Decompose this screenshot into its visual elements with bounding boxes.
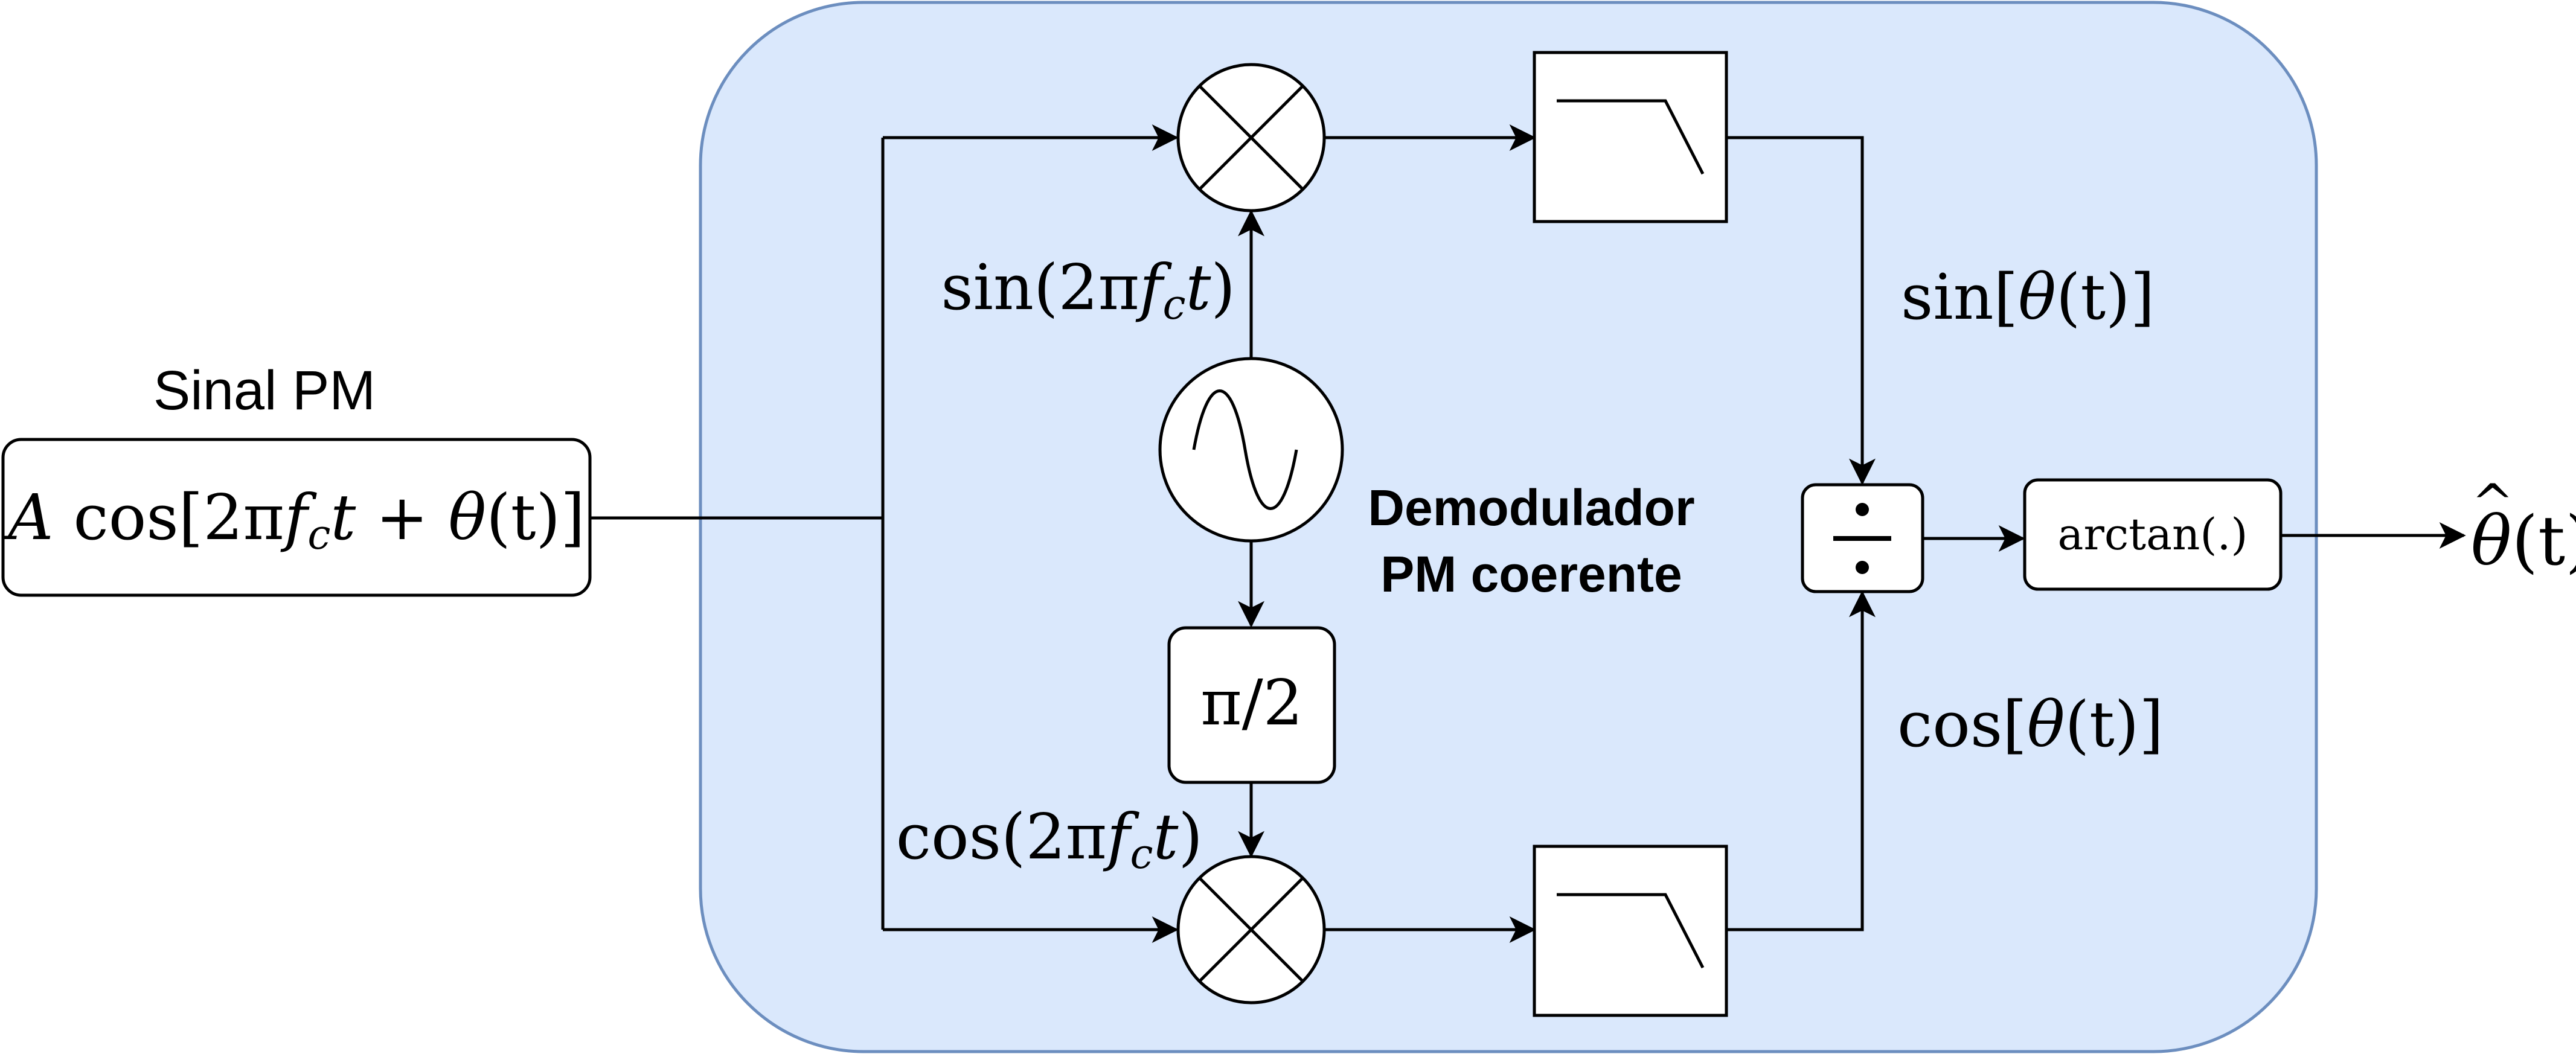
sin-carrier-label: sin(2πfct) <box>941 251 1235 329</box>
bottom-mixer <box>1176 855 1326 1004</box>
output-hat-accent: ^ <box>2472 473 2514 532</box>
bottom-lowpass-filter <box>1533 845 1728 1017</box>
block-title-line2: PM coerente <box>1380 546 1682 602</box>
phase-shift-label: π/2 <box>1200 666 1303 739</box>
lowpass-response-icon <box>1557 99 1705 175</box>
sin-theta-label: sin[θ(t)] <box>1901 260 2155 334</box>
lowpass-response-icon <box>1557 893 1705 969</box>
arrow-top-lpf-to-divider <box>1726 136 1876 485</box>
demodulator-block <box>699 1 2318 1053</box>
input-label: Sinal PM <box>153 360 376 421</box>
output-theta-hat: θ(t) <box>2471 502 2576 581</box>
top-mixer <box>1176 63 1326 212</box>
arrow-bottom-lpf-to-divider <box>1726 590 1876 931</box>
input-connector <box>590 138 885 930</box>
cos-theta-label: cos[θ(t)] <box>1897 688 2164 761</box>
cos-carrier-label: cos(2πfct) <box>896 800 1203 878</box>
block-title-line1: Demodulador <box>1368 479 1694 536</box>
sine-wave-icon <box>1192 389 1298 510</box>
arctan-label: arctan(.) <box>2058 509 2248 560</box>
top-lowpass-filter <box>1533 51 1728 223</box>
oscillator <box>1158 357 1344 543</box>
divide-icon <box>1833 503 1891 574</box>
input-signal-expression: A cos[2πfct + θ(t)] <box>3 481 585 559</box>
